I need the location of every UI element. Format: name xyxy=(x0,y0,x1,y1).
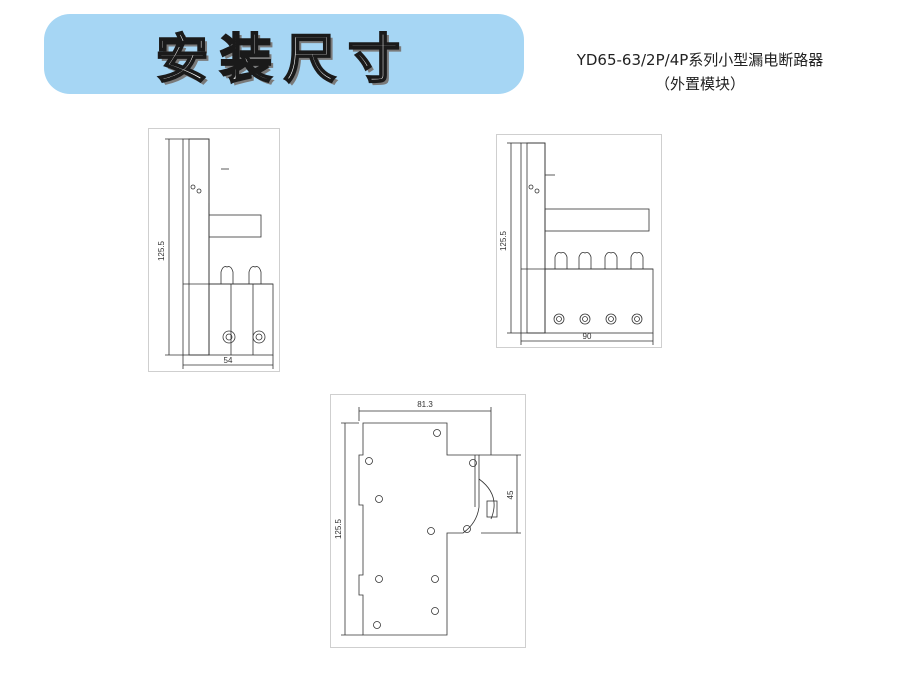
subtitle-line-2: （外置模块） xyxy=(654,75,745,93)
dim-4p-width: 90 xyxy=(583,332,592,341)
drawing-2p-front: 125.5 54 xyxy=(148,128,280,372)
dim-side-depth: 45 xyxy=(506,490,515,499)
subtitle-line-1: YD65-63/2P/4P系列小型漏电断路器 xyxy=(576,51,824,69)
drawing-4p-front: 125.5 90 xyxy=(496,134,662,348)
dim-4p-height: 125.5 xyxy=(499,230,508,251)
drawing-side-view: 81.3 125.5 45 xyxy=(330,394,526,648)
drawing-side-svg: 81.3 125.5 45 xyxy=(334,400,521,636)
dim-2p-width: 54 xyxy=(224,356,233,365)
drawing-4p-svg: 125.5 90 xyxy=(499,142,654,345)
dim-side-height: 125.5 xyxy=(334,518,343,539)
drawing-2p-svg: 125.5 54 xyxy=(157,138,274,369)
page-title: 安装尺寸 xyxy=(155,29,412,91)
title-banner: 安装尺寸 xyxy=(44,14,524,94)
product-subtitle: YD65-63/2P/4P系列小型漏电断路器 （外置模块） xyxy=(530,48,870,96)
dim-2p-height: 125.5 xyxy=(157,240,166,261)
dim-side-top: 81.3 xyxy=(417,400,433,409)
